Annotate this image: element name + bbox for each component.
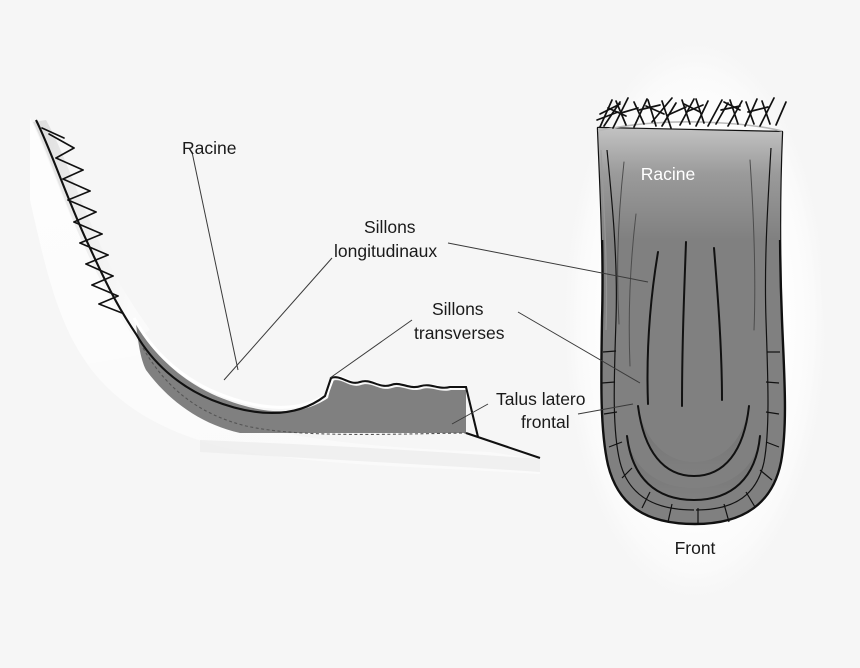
leader-talus-right	[577, 403, 634, 415]
label-racine-right: Racine	[641, 164, 695, 184]
left-floor-line	[465, 432, 541, 459]
right-root-region	[598, 128, 785, 240]
label-sillons-transverses-line1: Sillons	[432, 299, 484, 319]
left-root-hatching	[41, 127, 123, 314]
label-talus-line1: Talus latero	[496, 389, 586, 409]
label-sillons-longitudinaux-line2: longitudinaux	[334, 241, 437, 261]
left-plate-underside-dashed	[142, 347, 467, 435]
right-lateral-margin-right	[695, 147, 772, 511]
label-sillons-longitudinaux-line1: Sillons	[364, 217, 416, 237]
label-sillons-transverses-line2: transverses	[414, 323, 505, 343]
right-distal-arcs	[626, 405, 761, 502]
left-sagittal-view	[30, 118, 541, 474]
text-labels: Racine Sillons longitudinaux Sillons tra…	[182, 138, 716, 558]
leader-sillons-trans-right	[517, 311, 641, 384]
left-view-halo	[30, 118, 540, 474]
leader-sillons-trans-left	[329, 319, 413, 379]
right-transverse-segments	[601, 350, 780, 525]
leader-talus-left	[451, 403, 489, 425]
leader-lines	[191, 151, 649, 425]
left-nail-plate-body	[136, 324, 466, 433]
leader-sillons-long-right	[447, 242, 649, 283]
right-root-hatching	[596, 97, 787, 129]
right-plate-highlight	[600, 149, 608, 331]
right-lateral-margin-left	[606, 149, 695, 511]
right-root-margin	[597, 121, 783, 132]
label-racine-left: Racine	[182, 138, 236, 158]
leader-racine-left	[191, 151, 239, 371]
label-talus-line2: frontal	[521, 412, 570, 432]
label-front: Front	[675, 538, 716, 558]
leader-sillons-long-left	[223, 257, 333, 381]
right-longitudinal-grooves	[617, 159, 756, 407]
left-floor-shade	[200, 440, 540, 472]
right-dorsal-view	[558, 31, 833, 611]
